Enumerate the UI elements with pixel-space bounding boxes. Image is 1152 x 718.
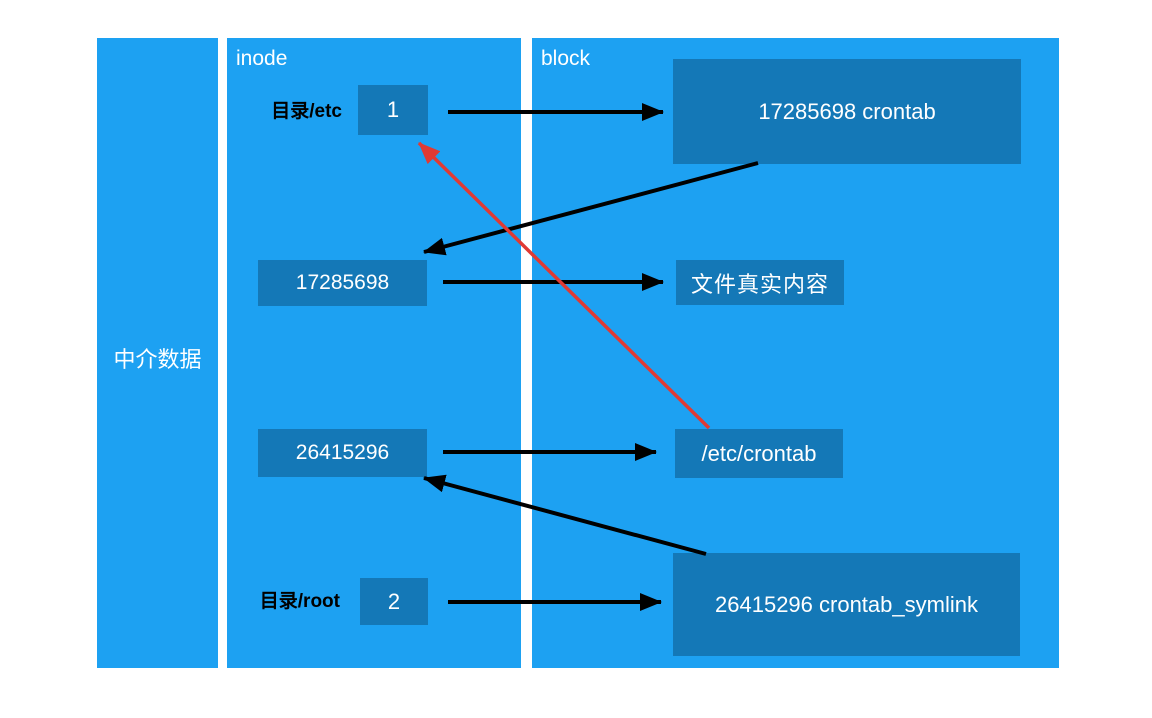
block-panel-header: block bbox=[541, 47, 591, 70]
dir-root-label: 目录/root bbox=[259, 591, 340, 612]
inode-node-1: 1 bbox=[358, 85, 428, 135]
block-node-etc-crontab: /etc/crontab bbox=[675, 429, 843, 478]
block-node-26415296-crontab-symlink: 26415296 crontab_symlink bbox=[673, 553, 1020, 656]
inode-node-2: 2 bbox=[360, 578, 428, 625]
inode-node-26415296: 26415296 bbox=[258, 429, 427, 477]
inode-panel-header: inode bbox=[236, 47, 288, 70]
block-node-17285698-crontab: 17285698 crontab bbox=[673, 59, 1021, 164]
intermediary-data-label: 中介数据 bbox=[113, 347, 202, 372]
dir-etc-label: 目录/etc bbox=[271, 101, 342, 122]
panel-intermediary-data: 中介数据 bbox=[97, 38, 218, 668]
block-node-file-content: 文件真实内容 bbox=[676, 260, 844, 305]
inode-node-17285698: 17285698 bbox=[258, 260, 427, 306]
